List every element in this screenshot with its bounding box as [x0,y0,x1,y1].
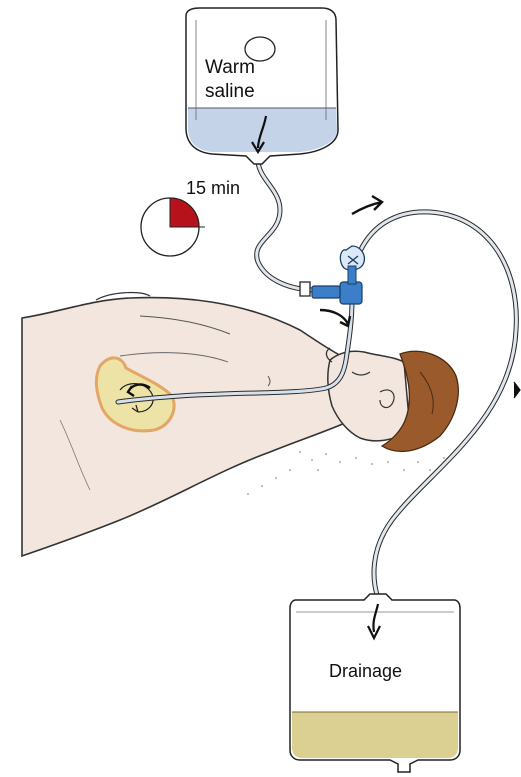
tube-clamp [300,282,310,296]
drainage-label: Drainage [329,659,402,683]
timer-icon [141,198,205,256]
bag-label-line2: saline [205,80,255,104]
stopcock-stem [348,266,356,284]
face [328,351,410,441]
inflow-tube-inner [257,162,316,290]
arrow-right-side [514,382,520,398]
stopcock-icon [300,246,364,304]
timer-elapsed-wedge [170,198,199,227]
torso [22,298,352,556]
shadow-stipple [247,451,445,495]
drainage-bag [290,594,460,772]
arrow-outflow-up [352,196,382,214]
timer-label: 15 min [186,176,240,200]
arrow-into-mouth [320,310,350,326]
patient-body [22,293,352,556]
stopcock-body [340,282,362,304]
ear [380,390,394,408]
drainage-fluid [292,712,458,758]
stopcock-side-port [312,286,340,298]
bag-label-line1: Warm [205,56,255,80]
